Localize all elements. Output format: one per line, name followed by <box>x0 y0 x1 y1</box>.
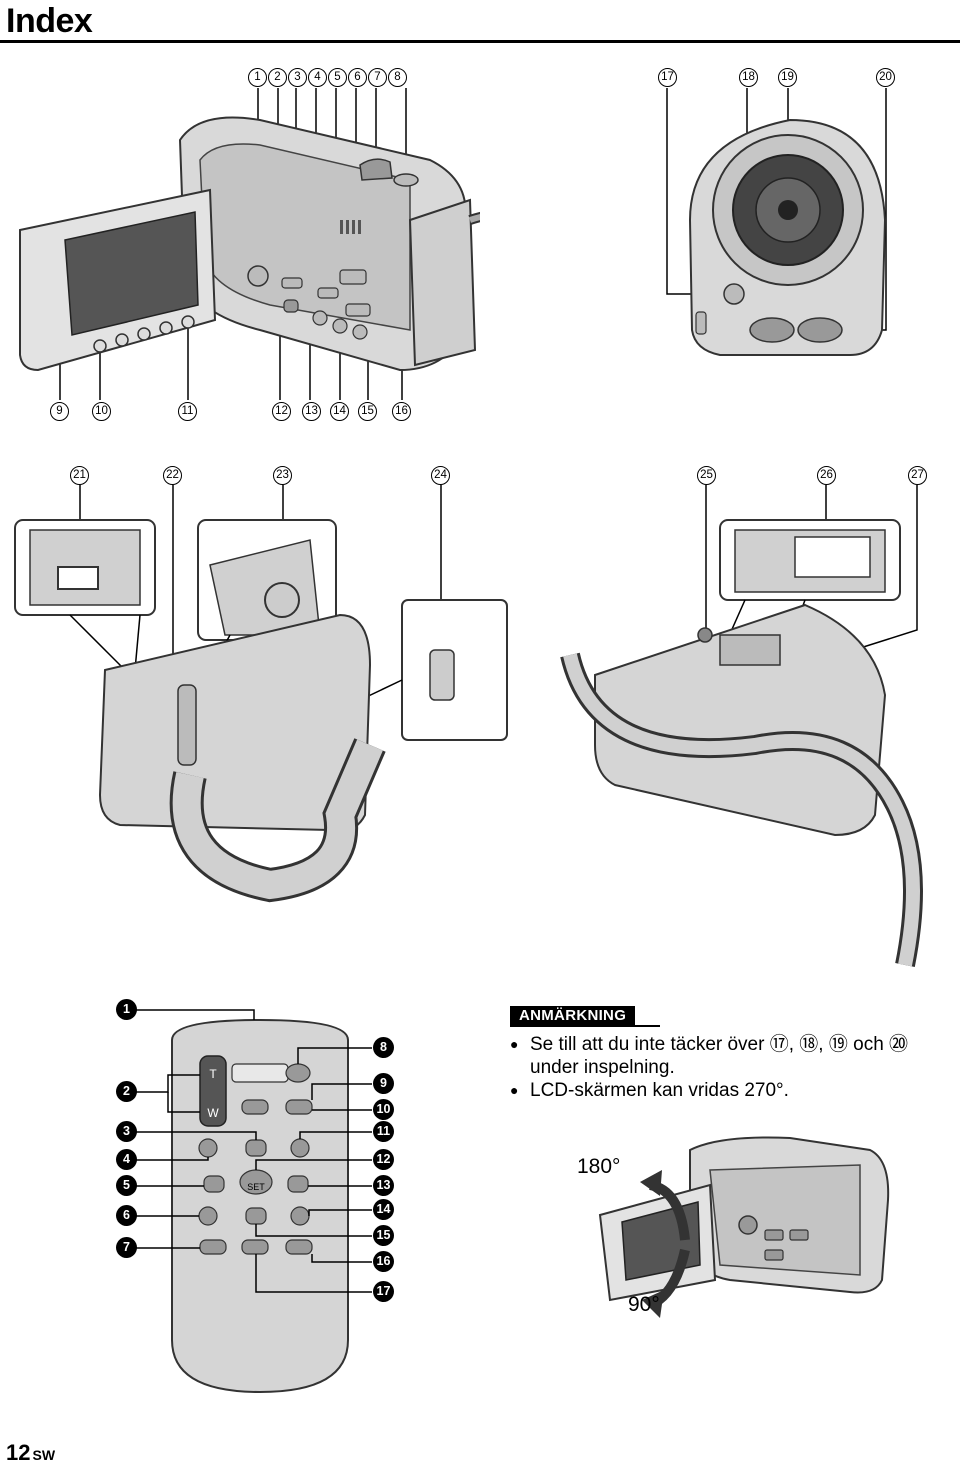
callout-24: 24 <box>431 466 450 485</box>
remote-callout-3: 3 <box>116 1121 137 1142</box>
remote-callout-17: 17 <box>373 1281 394 1302</box>
remote-callout-5: 5 <box>116 1175 137 1196</box>
remote-callout-10: 10 <box>373 1099 394 1120</box>
callout-10: 10 <box>92 402 111 421</box>
remote-callout-15: 15 <box>373 1225 394 1246</box>
rotation-angle-lower: 90° <box>628 1293 660 1316</box>
remote-callout-2: 2 <box>116 1081 137 1102</box>
remote-set-label: SET <box>247 1182 265 1192</box>
callout-1: 1 <box>248 68 267 87</box>
callout-16: 16 <box>392 402 411 421</box>
remote-callout-1: 1 <box>116 999 137 1020</box>
remote-callout-7: 7 <box>116 1237 137 1258</box>
note-list: Se till att du inte täcker över ⑰, ⑱, ⑲ … <box>510 1033 950 1102</box>
remote-callout-11: 11 <box>373 1121 394 1142</box>
callout-7: 7 <box>368 68 387 87</box>
callout-11: 11 <box>178 402 197 421</box>
camcorder-side-illustration <box>19 88 480 400</box>
remote-callout-14: 14 <box>373 1199 394 1220</box>
camcorder-bottom-illustration <box>560 485 923 967</box>
callout-20: 20 <box>876 68 895 87</box>
callout-13: 13 <box>302 402 321 421</box>
callout-15: 15 <box>358 402 377 421</box>
remote-callout-12: 12 <box>373 1149 394 1170</box>
callout-5: 5 <box>328 68 347 87</box>
remote-control-illustration: T W SET <box>134 1009 372 1394</box>
lcd-rotation-illustration <box>598 1136 890 1318</box>
callout-25: 25 <box>697 466 716 485</box>
callout-12: 12 <box>272 402 291 421</box>
note-heading: ANMÄRKNING <box>510 1006 636 1025</box>
callout-22: 22 <box>163 466 182 485</box>
callout-4: 4 <box>308 68 327 87</box>
remote-callout-6: 6 <box>116 1205 137 1226</box>
title-rule <box>0 40 960 43</box>
page-title: Index <box>6 2 93 40</box>
callout-8: 8 <box>388 68 407 87</box>
callout-9: 9 <box>50 402 69 421</box>
callout-18: 18 <box>739 68 758 87</box>
remote-wide-label: W <box>207 1106 219 1120</box>
note-rule <box>510 1025 660 1027</box>
camcorder-back-illustration <box>14 485 508 903</box>
callout-21: 21 <box>70 466 89 485</box>
callout-23: 23 <box>273 466 292 485</box>
remote-tele-label: T <box>209 1067 217 1081</box>
note-section: ANMÄRKNING Se till att du inte täcker öv… <box>510 1006 950 1102</box>
remote-callout-16: 16 <box>373 1251 394 1272</box>
callout-17: 17 <box>658 68 677 87</box>
callout-2: 2 <box>268 68 287 87</box>
page-number-value: 12 <box>6 1440 31 1465</box>
note-item: Se till att du inte täcker över ⑰, ⑱, ⑲ … <box>510 1033 950 1079</box>
callout-3: 3 <box>288 68 307 87</box>
callout-27: 27 <box>908 466 927 485</box>
remote-callout-13: 13 <box>373 1175 394 1196</box>
callout-14: 14 <box>330 402 349 421</box>
camcorder-front-illustration <box>666 88 887 356</box>
remote-callout-8: 8 <box>373 1037 394 1058</box>
page-language: SW <box>32 1447 56 1463</box>
callout-26: 26 <box>817 466 836 485</box>
note-item: LCD-skärmen kan vridas 270°. <box>510 1079 950 1102</box>
callout-6: 6 <box>348 68 367 87</box>
remote-callout-9: 9 <box>373 1073 394 1094</box>
remote-callout-4: 4 <box>116 1149 137 1170</box>
callouts-top-left: 1 2 3 4 5 6 7 8 <box>248 68 408 87</box>
rotation-angle-upper: 180° <box>577 1155 621 1178</box>
callout-19: 19 <box>778 68 797 87</box>
